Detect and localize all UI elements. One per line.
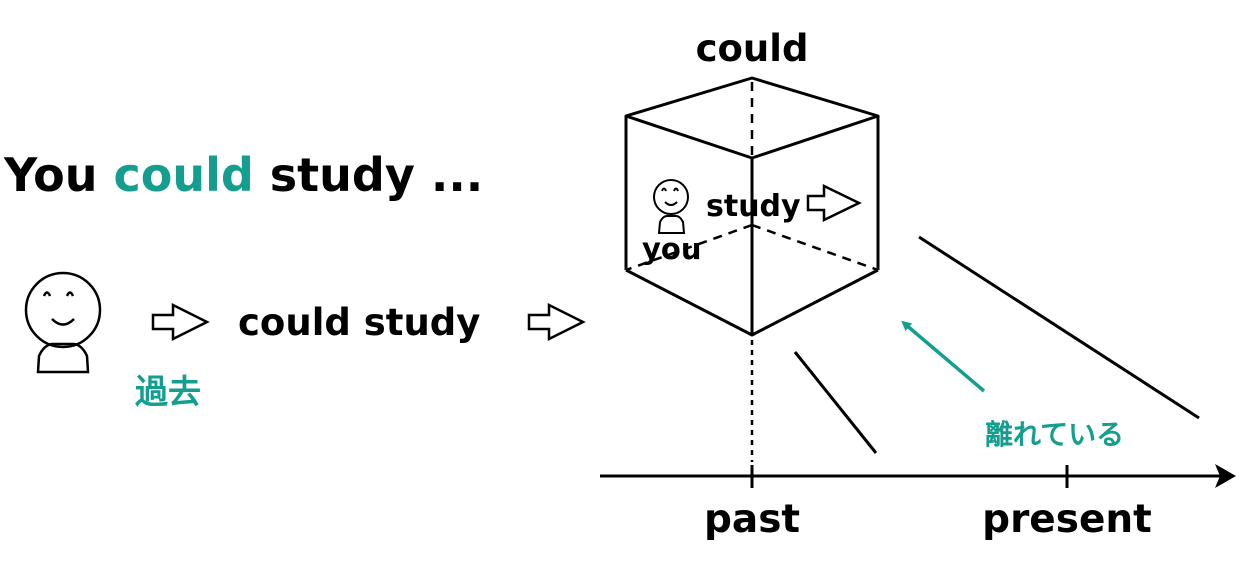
modal-highlight: could bbox=[113, 148, 253, 202]
verb-phrase: could study bbox=[238, 301, 480, 344]
could-cube bbox=[624, 76, 880, 337]
timeline-axis bbox=[600, 464, 1236, 488]
distance-label: 離れている bbox=[985, 418, 1124, 451]
inner-subject: you bbox=[642, 232, 701, 266]
example-sentence: You could study ... bbox=[3, 148, 483, 202]
distance-arrow bbox=[901, 320, 986, 393]
hollow-arrow-icon bbox=[151, 302, 210, 342]
perspective-lines bbox=[793, 235, 1200, 454]
small-hollow-arrow-icon bbox=[806, 184, 862, 222]
cube-label: could bbox=[696, 27, 809, 70]
timeline-past-label: past bbox=[704, 497, 800, 542]
inner-verb: study bbox=[706, 189, 801, 224]
person-icon bbox=[24, 271, 102, 374]
timeline-present-label: present bbox=[982, 497, 1152, 542]
hollow-arrow-icon bbox=[527, 302, 586, 342]
past-label-japanese: 過去 bbox=[135, 372, 201, 411]
small-person-icon bbox=[653, 179, 689, 234]
